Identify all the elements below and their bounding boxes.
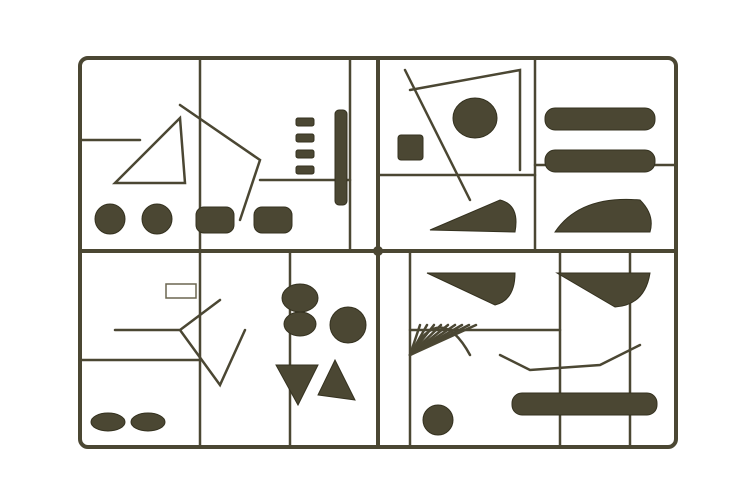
wheel-hub (94, 203, 126, 235)
frame-part (111, 103, 262, 222)
sprue-gate (373, 246, 383, 256)
handlebar-part (403, 68, 522, 202)
footrest-part (90, 412, 126, 432)
fuel-tank-half (429, 199, 517, 233)
fan-spoke (408, 323, 478, 357)
fuel-tank-half (554, 198, 652, 233)
toolbox-part (275, 364, 319, 407)
wheel-hub (141, 203, 173, 235)
fuel-tank-half (426, 272, 516, 306)
small-clip (295, 149, 315, 159)
grille-part (165, 283, 197, 299)
exhaust-bracket (498, 343, 642, 372)
frame-part-lower (113, 298, 247, 388)
headlamp-part (452, 97, 498, 139)
lamp-housing (283, 311, 317, 337)
sprue-parts (90, 97, 658, 436)
toolbox-part (317, 358, 356, 401)
seat-part (195, 206, 235, 234)
muffler-part (544, 149, 656, 173)
muffler-part (511, 392, 658, 416)
small-bracket (397, 134, 424, 161)
muffler-part (544, 107, 656, 131)
round-plate (329, 306, 367, 344)
small-clip (295, 165, 315, 175)
seat-part (253, 206, 293, 234)
small-clip (295, 133, 315, 143)
round-part (422, 404, 454, 436)
fuel-tank-half (555, 272, 651, 308)
lamp-housing (281, 283, 319, 313)
footrest-part (130, 412, 166, 432)
small-clip (295, 117, 315, 127)
exhaust-pipe (334, 109, 348, 206)
sprue-frame (78, 56, 678, 449)
